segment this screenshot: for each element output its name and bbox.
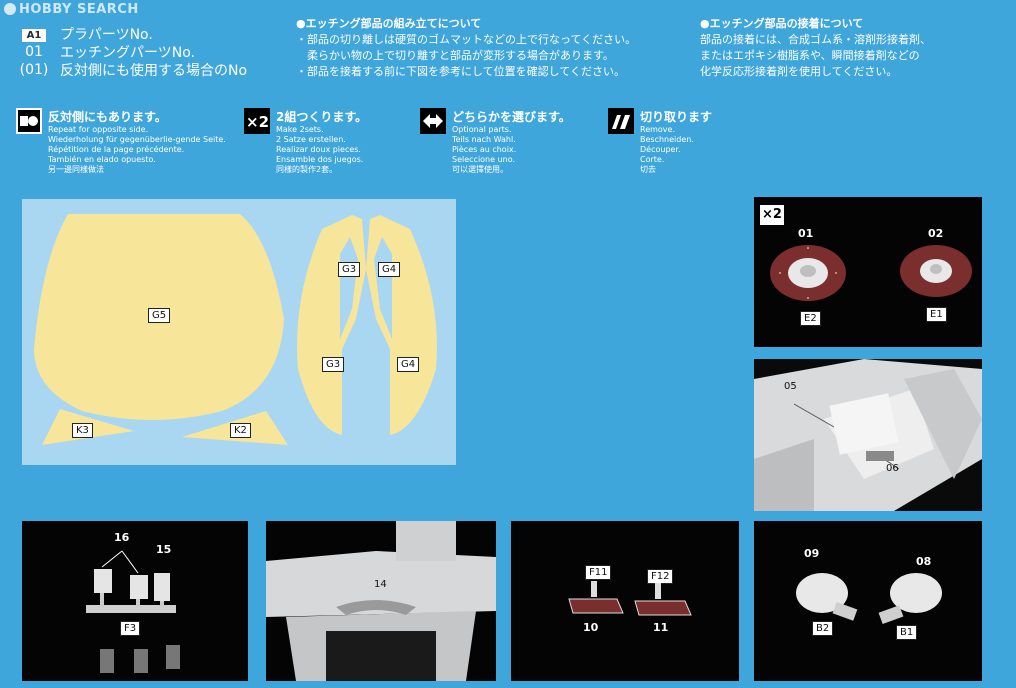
part-number-01: 01 xyxy=(798,227,814,240)
note-line: ・部品を接着する前に下図を参考にして位置を確認してください。 xyxy=(296,65,626,78)
symbol-title: どちらかを選びます。 xyxy=(452,110,571,124)
legend-row-opposite: (01) 反対側にも使用する場合のNo xyxy=(8,60,247,80)
times-two-icon: ×2 xyxy=(244,108,270,134)
note-line: 化学反応形接着剤を使用してください。 xyxy=(700,65,898,78)
part-number-16: 16 xyxy=(114,531,130,544)
part-label-g4: G4 xyxy=(397,357,420,372)
symbol-cut-off: 切り取ります Remove. Beschneiden. Découper. Co… xyxy=(608,108,758,175)
masking-sheet: G5 G3 G4 G3 G4 K3 K2 xyxy=(22,199,456,465)
part-label-g3: G3 xyxy=(338,262,361,277)
note-line: またはエポキシ樹脂系や、瞬間接着剤などの xyxy=(700,49,920,62)
legend-text: プラパーツNo. xyxy=(60,27,153,43)
brake-disc-panel: ×2 01 02 E2 E1 xyxy=(754,197,982,347)
symbol-line: Realizar doux pieces. xyxy=(276,145,361,154)
part-number-10: 10 xyxy=(583,621,599,634)
symbol-line: 同樣的製作2套。 xyxy=(276,165,338,174)
mirror-parts xyxy=(796,573,942,625)
watermark-text: HOBBY SEARCH xyxy=(19,2,139,17)
part-number-02: 02 xyxy=(928,227,944,240)
symbol-line: 切去 xyxy=(640,165,656,174)
opposite-side-icon xyxy=(16,108,42,134)
legend-key: 01 xyxy=(25,44,43,60)
watermark: HOBBY SEARCH xyxy=(4,2,139,17)
symbol-title: 2組つくります。 xyxy=(276,110,368,124)
pedals-panel: 16 15 F3 xyxy=(22,521,248,681)
symbol-line: Pièces au choix. xyxy=(452,145,517,154)
part-number-09: 09 xyxy=(804,547,820,560)
note-line: ・部品の切り離しは硬質のゴムマットなどの上で行なってください。 xyxy=(296,33,637,46)
symbol-opposite-side: 反対側にもあります。 Repeat for opposite side. Wie… xyxy=(16,108,226,175)
symbol-line: Répétition de la page précédente. xyxy=(48,145,185,154)
symbol-line: Optional parts. xyxy=(452,125,512,134)
symbol-line: Repeat for opposite side. xyxy=(48,125,149,134)
symbol-line: Corte. xyxy=(640,155,665,164)
symbol-line: También en elado opuesto. xyxy=(48,155,156,164)
note-line: 部品の接着には、合成ゴム系・溶剤形接着剤、 xyxy=(700,33,931,46)
symbol-title: 切り取ります xyxy=(640,110,713,124)
legend-key: (01) xyxy=(19,62,49,78)
part-label-k3: K3 xyxy=(72,423,93,438)
symbol-line: 2 Satze erstellen. xyxy=(276,135,346,144)
legend-key: A1 xyxy=(8,26,60,42)
grille-panel: 14 xyxy=(266,521,496,681)
part-number-06: 06 xyxy=(886,463,899,474)
pedal-assembly xyxy=(86,550,180,673)
part-number-15: 15 xyxy=(156,543,172,556)
svg-text:×2: ×2 xyxy=(246,113,269,131)
symbol-title: 反対側にもあります。 xyxy=(48,110,167,124)
symbol-line: Seleccione uno. xyxy=(452,155,516,164)
watermark-logo-icon xyxy=(4,3,16,15)
part-label-k2: K2 xyxy=(230,423,251,438)
part-label-e1: E1 xyxy=(926,307,947,322)
note-assembly: ●エッチング部品の組み立てについて ・部品の切り離しは硬質のゴムマットなどの上で… xyxy=(296,16,696,80)
symbol-line: Découper. xyxy=(640,145,681,154)
brake-disc-01 xyxy=(770,245,846,301)
symbol-line: Remove. xyxy=(640,125,676,134)
window-mask-g4 xyxy=(366,215,437,435)
legend-row-plastic: A1 プラパーツNo. xyxy=(8,24,153,44)
legend-text: 反対側にも使用する場合のNo xyxy=(60,63,248,79)
part-label-f3: F3 xyxy=(120,621,141,636)
part-label-g3: G3 xyxy=(322,357,345,372)
cut-off-icon xyxy=(608,108,634,134)
part-label-g5: G5 xyxy=(148,308,171,323)
symbol-line: Ensamble dos juegos. xyxy=(276,155,364,164)
part-number-11: 11 xyxy=(653,621,669,634)
symbol-line: 另一邊同樣做法 xyxy=(48,165,104,174)
part-label-e2: E2 xyxy=(800,311,821,326)
symbol-line: Teils nach Wahl. xyxy=(452,135,516,144)
note-title: ●エッチング部品の接着について xyxy=(700,17,864,30)
times-two-badge: ×2 xyxy=(760,205,784,225)
part-label-g4: G4 xyxy=(378,262,401,277)
cockpit-panel: 05 06 xyxy=(754,359,982,511)
plates-panel: F11 F12 10 11 xyxy=(511,521,739,681)
note-gluing: ●エッチング部品の接着について 部品の接着には、合成ゴム系・溶剤形接着剤、 また… xyxy=(700,16,1000,80)
part-number-08: 08 xyxy=(916,555,932,568)
window-mask-g3 xyxy=(297,215,366,435)
symbol-line: Beschneiden. xyxy=(640,135,694,144)
brake-disc-02 xyxy=(900,245,972,297)
cockpit-drawing xyxy=(754,359,982,511)
part-label-b1: B1 xyxy=(896,625,918,640)
part-number-05: 05 xyxy=(784,381,797,392)
symbol-times-two: ×2 2組つくります。 Make 2sets. 2 Satze erstelle… xyxy=(244,108,414,175)
note-title: ●エッチング部品の組み立てについて xyxy=(296,17,482,30)
plate-parts xyxy=(568,581,692,616)
legend-text: エッチングパーツNo. xyxy=(60,45,195,61)
choose-one-icon xyxy=(420,108,446,134)
part-number-14: 14 xyxy=(374,579,387,590)
mirrors-panel: 09 08 B2 B1 xyxy=(754,521,982,681)
grille-drawing xyxy=(266,521,496,681)
symbol-choose-one: どちらかを選びます。 Optional parts. Teils nach Wa… xyxy=(420,108,595,175)
part-label-f11: F11 xyxy=(585,565,612,580)
note-line: 柔らかい物の上で切り離すと部品が変形する場合があります。 xyxy=(296,49,614,62)
legend-row-etching: 01 エッチングパーツNo. xyxy=(8,42,195,62)
part-label-b2: B2 xyxy=(812,621,834,636)
symbol-line: Wiederholung für gegenüberlie-gende Seit… xyxy=(48,135,226,144)
symbol-line: 可以選擇使用。 xyxy=(452,165,508,174)
symbol-line: Make 2sets. xyxy=(276,125,324,134)
